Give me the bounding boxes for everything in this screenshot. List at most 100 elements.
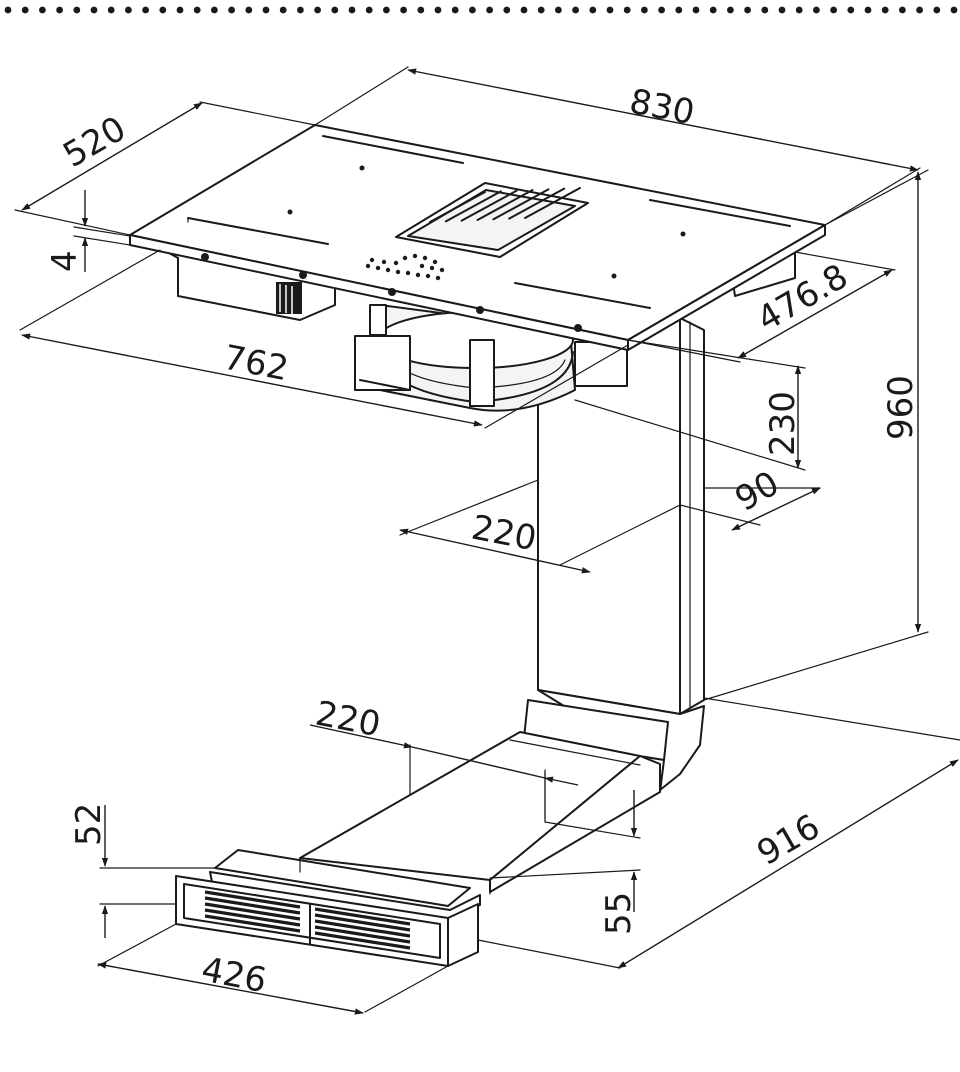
touch-control [365, 263, 371, 269]
border-dot [847, 6, 855, 14]
grille-slot [204, 908, 301, 927]
border-dot [434, 6, 442, 14]
touch-control [432, 259, 438, 265]
border-dot [142, 6, 150, 14]
vent-bar [429, 191, 486, 223]
vent-bar [476, 189, 534, 221]
grille-slot [204, 896, 301, 915]
border-dot [761, 6, 769, 14]
border-dot [331, 6, 339, 14]
border-dot [73, 6, 81, 14]
border-dot [486, 6, 493, 14]
grille-slot [314, 925, 411, 944]
border-dot [348, 6, 356, 14]
grille-slot [314, 907, 411, 926]
touch-control [369, 257, 375, 263]
dim-motor-height: 230 [763, 391, 803, 456]
border-dot [864, 6, 872, 14]
cooktop-glass [129, 124, 826, 351]
grille-slot [204, 914, 301, 933]
border-dot [744, 6, 751, 14]
dim-plinth-duct-height: 55 [599, 892, 639, 935]
grille-vents [204, 890, 411, 950]
grille-slot [204, 902, 301, 921]
border-dot [4, 6, 12, 14]
touch-controls [365, 253, 445, 281]
vent-bar [444, 190, 502, 223]
border-dot [692, 6, 700, 14]
grille-slot [314, 913, 411, 932]
grille-slot [314, 931, 411, 950]
border-dot [709, 6, 717, 14]
vent-bar [508, 187, 566, 220]
dim-duct-width-horizontal: 220 [312, 694, 383, 746]
touch-control [395, 269, 401, 275]
border-dot [675, 6, 683, 14]
dim-width-total: 830 [626, 82, 697, 134]
border-dot [641, 6, 648, 14]
touch-control [425, 273, 431, 279]
dim-plinth-grille-width: 426 [198, 950, 269, 1002]
border-dot [228, 6, 236, 14]
border-dot [400, 6, 407, 14]
border-dot [383, 6, 390, 14]
dimension-lines [14, 66, 960, 1015]
border-dot [623, 6, 631, 14]
border-dot [279, 6, 287, 14]
grille-slot [314, 919, 411, 938]
vent-bars [429, 187, 581, 223]
border-dot [916, 6, 923, 14]
border-dot [881, 6, 889, 14]
border-dot [124, 6, 132, 14]
border-dot [365, 6, 373, 14]
touch-control [422, 255, 428, 261]
border-dot [90, 6, 98, 14]
touch-control [381, 259, 387, 265]
touch-control [393, 260, 399, 266]
border-dot [245, 6, 253, 14]
border-dot [503, 6, 511, 14]
border-dot [56, 6, 63, 14]
vent-bar [460, 189, 518, 222]
border-dot [176, 6, 184, 14]
border-dot [211, 6, 218, 14]
border-dot [193, 6, 201, 14]
dotted-border [4, 6, 958, 14]
border-dot [39, 6, 46, 14]
border-dot [950, 6, 958, 14]
border-dot [520, 6, 528, 14]
vent-bar [492, 188, 550, 221]
border-dot [417, 6, 425, 14]
border-dot [107, 6, 115, 14]
dim-height-total: 960 [881, 375, 921, 440]
border-dot [297, 6, 304, 14]
border-dot [555, 6, 562, 14]
dim-cutout-width: 762 [220, 338, 291, 390]
border-dot [451, 6, 459, 14]
dim-duct-depth: 90 [729, 464, 786, 520]
border-dot [830, 6, 837, 14]
touch-control [385, 267, 391, 273]
vent-bar [524, 187, 581, 219]
border-dot [572, 6, 579, 14]
border-dot [262, 6, 270, 14]
border-dot [469, 6, 476, 14]
border-dot [933, 6, 941, 14]
border-dot [159, 6, 167, 14]
border-dot [795, 6, 803, 14]
grille-slot [204, 890, 301, 909]
border-dot [727, 6, 734, 14]
border-dot [606, 6, 614, 14]
plinth-grille [175, 849, 491, 967]
border-dot [778, 6, 786, 14]
border-dot [21, 6, 29, 14]
dim-depth-total: 520 [57, 109, 133, 176]
touch-control [429, 265, 435, 271]
dim-top-thickness: 4 [45, 250, 85, 272]
touch-control [415, 272, 421, 278]
dim-plinth-grille-height: 52 [69, 803, 109, 846]
touch-control [375, 265, 381, 271]
touch-control [402, 255, 408, 261]
border-dot [589, 6, 597, 14]
